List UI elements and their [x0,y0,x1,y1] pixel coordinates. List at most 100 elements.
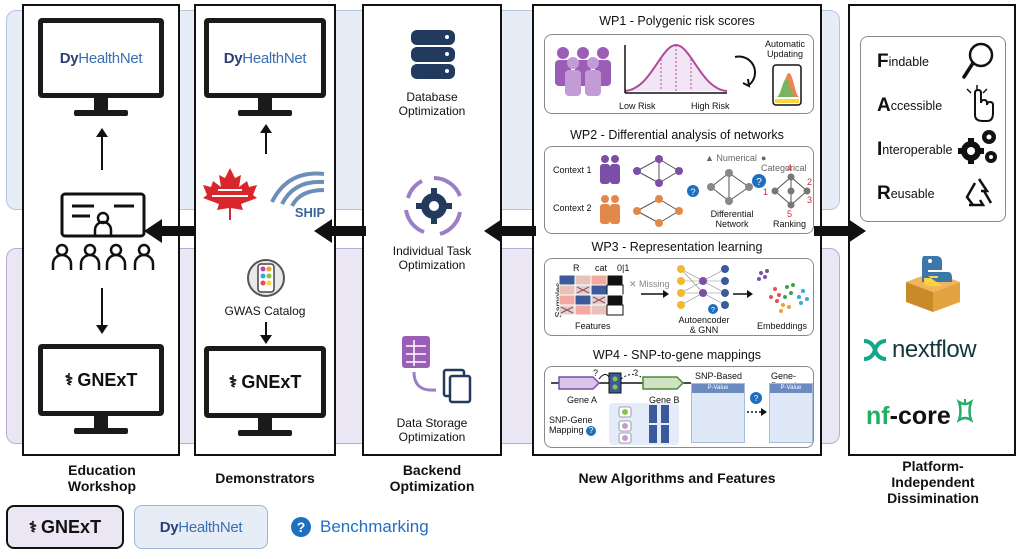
platform-caption: Platform- Independent Dissimination [887,458,979,506]
rank-4: 4 [787,163,793,173]
embeddings-label: Embeddings [757,321,808,331]
magnifier-icon [962,42,994,79]
differential-network-icon [707,169,753,205]
ship-label: SHIP [294,205,326,220]
database-icon [411,30,455,79]
nfcore-logo: nf - core [866,398,975,431]
rank-1: 1 [763,187,769,197]
svg-text:?: ? [690,187,695,197]
svg-text:?: ? [756,177,762,188]
head-r-label: R [573,263,580,273]
head-01-label: 0|1 [617,263,630,273]
ranking-label: Ranking [773,219,807,229]
gene-track-icon [551,372,691,394]
arrow-left-icon [144,219,196,243]
recycle-icon [965,178,993,207]
pvalue-header: P-Value [692,384,744,393]
embeddings-scatter-icon [757,269,809,313]
maple-leaf-icon [203,168,257,220]
apple-core-icon [956,398,974,424]
population-icon [555,47,611,96]
demonstrators-column: DyHealthNet SHIP GWAS Catalog ⚕GNExT [194,4,336,456]
purple-group-icon [600,155,620,184]
gene-based-table: P-Value [769,383,813,443]
gnext-logo: ⚕GNExT [228,371,302,392]
dna-icon: ⚕ [64,372,74,389]
numerical-label: ▲ Numerical [705,153,757,163]
high-risk-label: High Risk [691,101,730,111]
arrow-up-icon [96,128,108,170]
demonstrators-caption: Demonstrators [215,470,315,486]
context2-label: Context 2 [553,203,592,213]
rank-2: 2 [807,177,813,187]
legend-dyhealthnet: DyHealthNet [134,505,268,549]
education-caption: Education Workshop [67,462,137,494]
svg-text:?: ? [711,307,715,314]
context-networks-icon: ? [633,155,699,227]
updated-distribution-icon [772,64,802,106]
arrow-right-icon [814,219,866,243]
arrow-left-icon [314,219,366,243]
tap-hand-icon [966,85,994,122]
gwas-catalog-icon [247,259,285,297]
question-a-label: ? [593,368,599,378]
question-icon: ? [586,426,597,436]
nextflow-logo: nextflow [862,336,977,364]
nextflow-icon [863,339,887,361]
arrow-left-icon [484,219,536,243]
gnext-logo: ⚕GNExT [64,369,138,390]
algorithms-caption: New Algorithms and Features [578,470,776,486]
svg-text:?: ? [297,519,306,535]
arrow-right-icon [747,408,767,416]
svg-text:?: ? [754,394,759,403]
legend-gnext: ⚕GNExT [6,505,124,549]
feature-matrix-icon [559,275,624,316]
snp-based-label: SNP-Based [695,371,743,381]
wp3-title: WP3 - Representation learning [591,240,763,254]
mapping-rows-icon [618,405,669,444]
algorithms-column: WP1 - Polygenic risk scores Low Risk Hig… [532,4,822,456]
arrow-down-icon [260,322,272,344]
features-label: Features [575,321,611,331]
wp3-panel: Samples R cat 0|1 ✕ Missing Features [544,258,814,336]
arrow-right-icon [641,290,669,298]
arrow-down-icon [96,288,108,334]
dyhealthnet-logo: DyHealthNet [159,518,243,536]
snp-based-table: P-Value [691,383,745,443]
rank-5: 5 [787,209,793,219]
update-cycle-icon [734,55,756,88]
gene-b-label: Gene B [649,395,680,405]
gwas-catalog-label: GWAS Catalog [224,304,306,318]
pvalue-header: P-Value [770,384,812,393]
risk-distribution-icon [624,43,728,94]
context1-label: Context 1 [553,165,592,175]
gears-icon [958,130,997,164]
autoencoder-icon: ? [677,265,729,314]
autoencoder-label: Autoencoder& GNN [678,315,730,335]
question-icon: ? [752,174,766,188]
workshop-audience-icon [51,192,155,270]
data-storage-icon [402,336,472,404]
gear-cycle-icon [404,176,462,236]
ship-logo-icon [270,171,325,207]
question-icon: ? [750,392,762,404]
python-package-icon [906,256,960,312]
question-icon: ? [291,517,311,537]
head-cat-label: cat [595,263,608,273]
missing-label: ✕ Missing [629,279,670,289]
orange-group-icon [600,195,620,224]
categorical-label: ● Categorical [761,153,807,173]
